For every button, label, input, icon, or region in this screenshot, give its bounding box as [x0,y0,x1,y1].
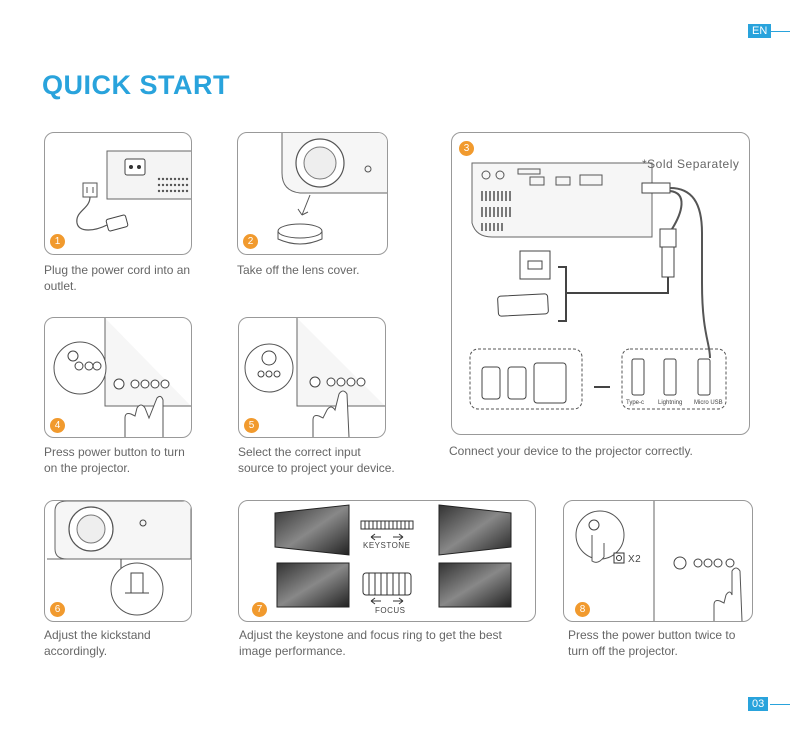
lens-cover-illustration [277,133,387,245]
connector-label-micro-usb: Micro USB [694,400,723,406]
step-number-badge: 8 [575,602,590,617]
step-2-panel: 2 [237,132,388,255]
step-6-panel: 6 [44,500,192,622]
step-3-panel: 3 *Sold Separately Type-c Lightning Micr… [451,132,750,435]
step-8-caption: Press the power button twice to turn off… [568,628,736,658]
step-4-caption: Press power button to turn on the projec… [44,445,185,475]
step-number-badge: 4 [50,418,65,433]
page-title: QUICK START [42,70,230,100]
focus-label: FOCUS [375,606,406,615]
step-6-caption: Adjust the kickstand accordingly. [44,628,151,658]
step-1-caption: Plug the power cord into an outlet. [44,263,191,293]
step-2-caption: Take off the lens cover. [237,263,360,277]
step-5-caption: Select the correct input source to proje… [238,445,395,475]
step-3-caption: Connect your device to the projector cor… [449,444,693,458]
keystone-focus-illustration [274,504,512,608]
step-1-panel: 1 [44,132,192,255]
press-count-label: X2 [628,554,642,565]
language-badge: EN [748,24,772,38]
step-7-panel: KEYSTONE FOCUS 7 [238,500,536,622]
input-source-illustration [244,318,385,437]
power-off-illustration [575,501,743,621]
sold-separately-note: *Sold Separately [642,157,740,171]
footer-rule [770,704,790,705]
keystone-label: KEYSTONE [363,541,411,550]
connector-label-type-c: Type-c [626,400,645,406]
step-7-caption: Adjust the keystone and focus ring to ge… [239,628,502,658]
kickstand-illustration [47,501,191,616]
step-number-badge: 5 [244,418,259,433]
page-number-badge: 03 [748,697,769,711]
step-number-badge: 7 [252,602,267,617]
header-rule [770,31,790,32]
step-8-panel: X2 8 [563,500,753,622]
step-4-panel: 4 [44,317,192,438]
step-number-badge: 6 [50,602,65,617]
connection-illustration [469,162,727,410]
step-5-panel: 5 [238,317,386,438]
step-number-badge: 3 [459,141,474,156]
step-number-badge: 1 [50,234,65,249]
power-cord-illustration [76,150,191,232]
power-button-illustration [53,318,191,437]
step-number-badge: 2 [243,234,258,249]
connector-label-lightning: Lightning [658,400,683,406]
